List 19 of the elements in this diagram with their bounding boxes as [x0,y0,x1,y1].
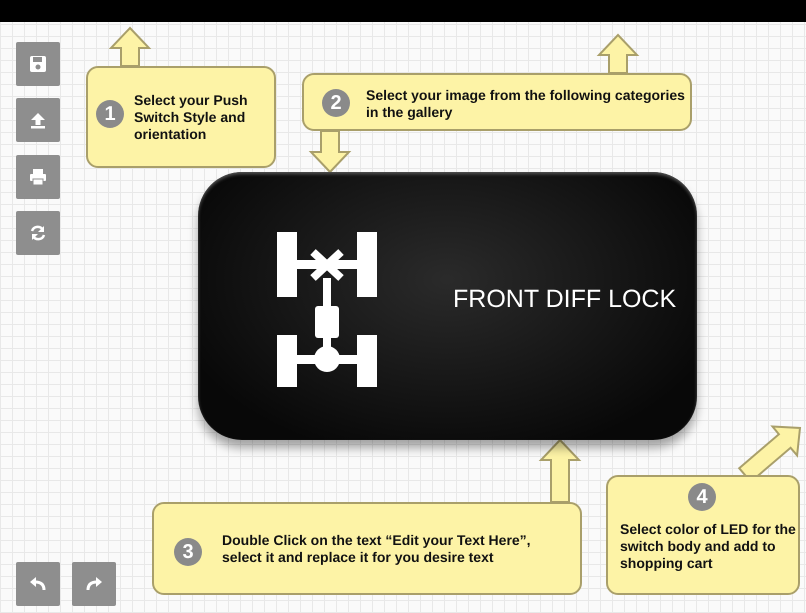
step-number: 3 [174,538,202,566]
block-arrow [538,438,582,503]
top-bar [0,0,806,22]
instruction-text: Select your Push Switch Style and orientation [134,92,249,143]
callout-box [302,73,692,131]
step-number: 1 [96,100,124,128]
switch-panel [198,172,697,440]
callout-box [152,502,582,595]
callout-box [606,475,800,595]
instruction-text: Select color of LED for the switch body and add to shopping cart [620,521,797,572]
block-arrow [108,26,152,67]
instruction-text: Select your image from the following categories in the gallery [366,87,686,121]
block-arrow [308,130,352,174]
instruction-text: Double Click on the text “Edit your Text Here”, select it and replace it for you desire text [222,532,532,566]
callout-box [86,66,276,168]
switch-label: FRONT DIFF LOCK [453,285,676,314]
step-number: 4 [688,483,716,511]
block-arrow [596,34,640,74]
step-number: 2 [322,89,350,117]
